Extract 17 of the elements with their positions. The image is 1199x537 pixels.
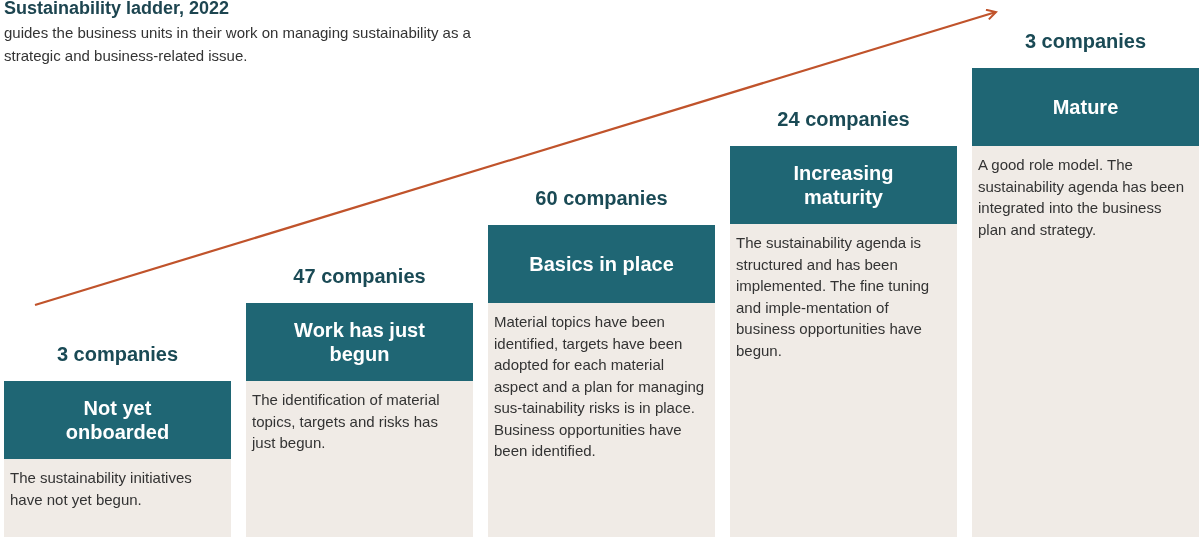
step-header: Not yet onboarded xyxy=(4,381,231,459)
step-description: The sustainability initiatives have not yet begun. xyxy=(10,468,193,510)
company-count: 60 companies xyxy=(534,187,669,210)
step-header: Increasing maturity xyxy=(730,146,957,224)
step-description: The sustainability agenda is structured and has been implemented. The fine tuning and imple-mentation of business opportunities have begun. xyxy=(736,233,931,361)
step-description: The identification of material topics, targets and risks has just begun. xyxy=(252,390,441,453)
company-count: 24 companies xyxy=(776,108,911,131)
step-header: Mature xyxy=(972,68,1199,146)
step-header: Basics in place xyxy=(488,225,715,303)
step-description: Material topics have been identified, targets have been adopted for each material aspect and a plan for managing sus-tainability risks is in place. Business opportunities have been identified. xyxy=(494,312,706,461)
title: Sustainability ladder, 2022 xyxy=(4,0,230,19)
company-count: 3 companies xyxy=(1023,30,1148,53)
company-count: 47 companies xyxy=(292,265,427,288)
subtitle: guides the business units in their work on managing sustainability as a strategic and business-related issue. xyxy=(4,23,472,66)
company-count: 3 companies xyxy=(55,343,180,366)
step-header: Work has just begun xyxy=(246,303,473,381)
step-description: A good role model. The sustainability agenda has been integrated into the business plan and strategy. xyxy=(978,155,1185,240)
